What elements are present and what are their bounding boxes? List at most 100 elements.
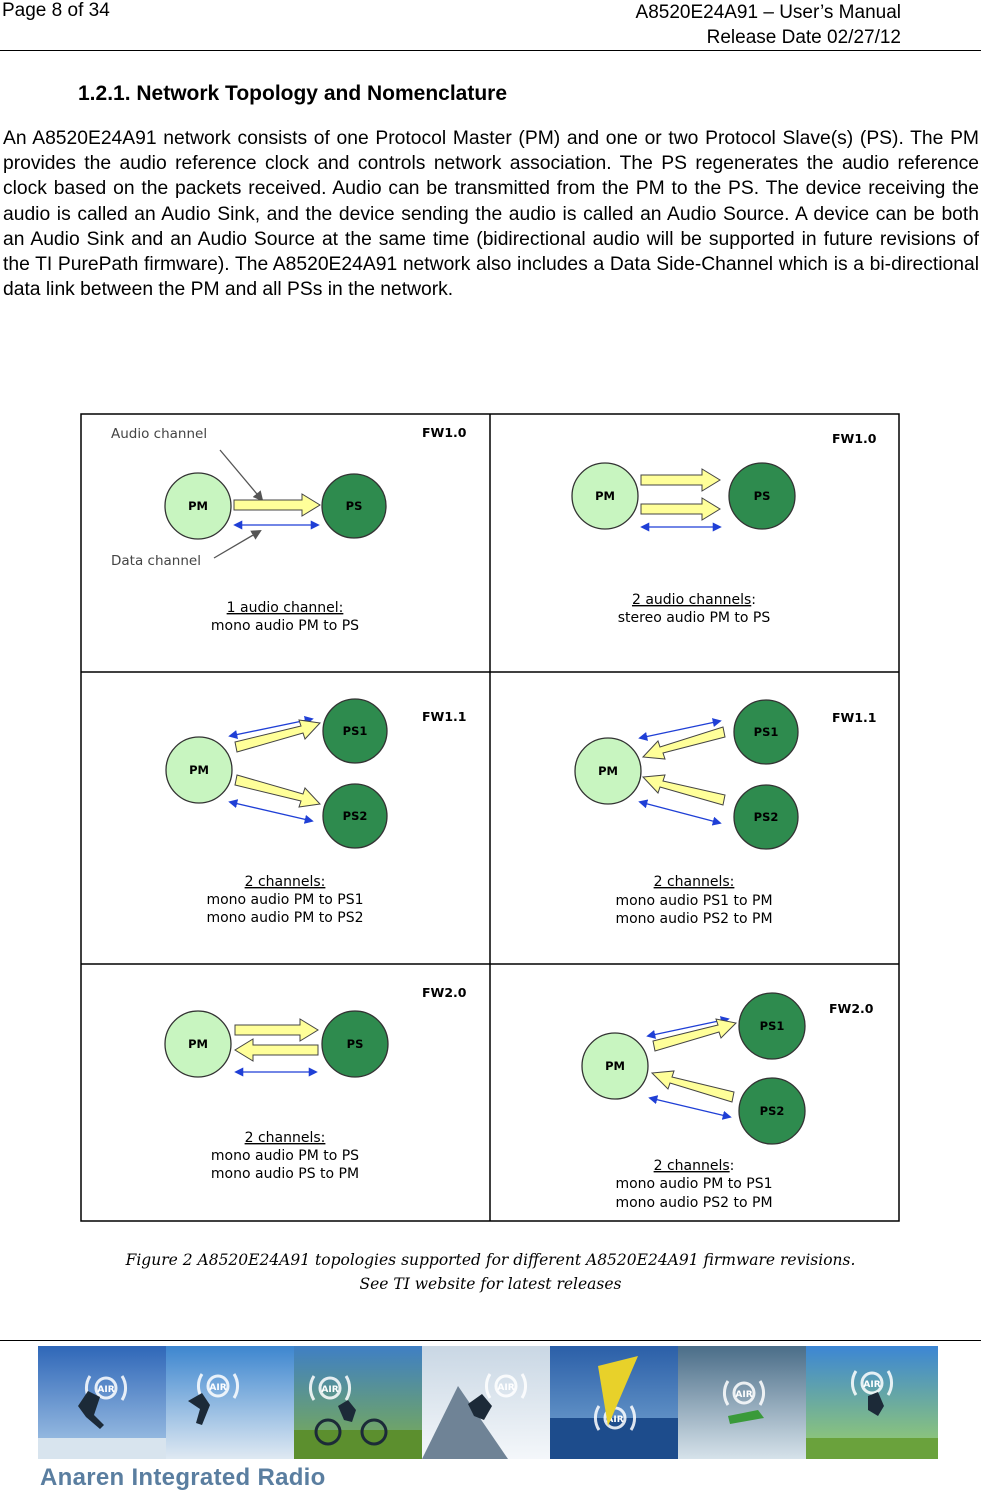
data-arrow: [646, 1016, 730, 1039]
audio-arrow: [234, 1018, 319, 1042]
page-number: Page 8 of 34: [2, 0, 110, 21]
caption-line: mono audio PS2 to PM: [615, 911, 772, 927]
audio-arrow: [641, 726, 726, 760]
svg-text:AIR: AIR: [606, 1415, 623, 1425]
fw-label: FW1.0: [422, 425, 467, 440]
ps-label: PS: [347, 1037, 364, 1051]
audio-arrow: [234, 1038, 319, 1062]
cell-fw20-bidirectional: FW2.0 PM PS 2 channels: mono audio PM to…: [164, 985, 467, 1182]
footer-banner: AIR AIR AIR AIR AIR AIR AIR: [38, 1346, 938, 1459]
audio-arrow: [233, 493, 321, 517]
caption-line: mono audio PM to PS2: [206, 910, 363, 926]
ps2-node: [733, 784, 799, 850]
ps-label: PS: [346, 499, 363, 513]
pm-node: [164, 1010, 232, 1078]
fw-label: FW1.1: [422, 709, 466, 724]
ps-node: [728, 462, 796, 530]
caption-line: mono audio PM to PS: [211, 1148, 359, 1164]
audio-channel-label: Audio channel: [111, 426, 207, 442]
caption-line: mono audio PS to PM: [211, 1166, 359, 1182]
topology-figure: FW1.0 Audio channel Data channel PM PS 1…: [80, 413, 900, 1222]
air-logo: [85, 1370, 893, 1431]
pointer-line: [219, 449, 264, 502]
caption-head: 2 audio channels:: [632, 592, 756, 608]
cell-fw10-single: FW1.0 Audio channel Data channel PM PS 1…: [111, 425, 467, 634]
figure-caption-line-2: See TI website for latest releases: [359, 1275, 622, 1293]
caption-head: 2 channels:: [245, 1130, 326, 1146]
fw-label: FW1.1: [832, 710, 876, 725]
athlete-silhouettes: [78, 1356, 884, 1446]
svg-text:AIR: AIR: [321, 1385, 338, 1395]
ps1-label: PS1: [754, 725, 779, 739]
ps1-node: [738, 992, 806, 1060]
figure-caption: Figure 2 A8520E24A91 topologies supporte…: [0, 1248, 981, 1296]
release-date: Release Date 02/27/12: [706, 27, 901, 48]
section-body: An A8520E24A91 network consists of one P…: [3, 128, 979, 301]
ps1-node: [733, 699, 799, 765]
ps2-node: [738, 1077, 806, 1145]
data-channel-label: Data channel: [111, 553, 201, 569]
figure-caption-line-1: Figure 2 A8520E24A91 topologies supporte…: [125, 1251, 856, 1269]
fw-label: FW2.0: [422, 985, 467, 1000]
caption-head: 2 channels:: [245, 874, 326, 890]
audio-arrow: [234, 719, 322, 753]
ps1-node: [322, 698, 388, 764]
data-arrow: [228, 716, 314, 739]
data-arrow: [638, 718, 722, 741]
ps2-node: [322, 783, 388, 849]
svg-text:AIR: AIR: [97, 1385, 114, 1395]
data-arrow: [648, 1095, 732, 1120]
caption-head: 2 channels:: [654, 874, 735, 890]
document-header: A8520E24A91 – User’s Manual Release Date…: [636, 0, 901, 50]
pm-node: [571, 462, 639, 530]
ps-node: [321, 1010, 389, 1078]
ps-node: [321, 473, 387, 539]
caption-line: mono audio PM to PS: [211, 618, 359, 634]
pm-label: PM: [189, 763, 209, 777]
cell-fw10-stereo: FW1.0 PM PS 2 audio channels: stereo aud…: [571, 431, 877, 626]
cell-fw20-mixed: FW2.0 PM PS1 PS2 2 channels: mono audio …: [581, 992, 874, 1211]
audio-arrow: [641, 774, 726, 806]
data-arrow: [638, 799, 722, 826]
document-title: A8520E24A91 – User’s Manual: [635, 2, 901, 23]
pointer-line: [213, 529, 262, 559]
caption-line: stereo audio PM to PS: [618, 610, 771, 626]
audio-arrow: [652, 1018, 738, 1052]
footer-divider: [0, 1340, 981, 1341]
pm-node: [164, 472, 232, 540]
ps-label: PS: [754, 489, 771, 503]
pm-node: [581, 1032, 649, 1100]
pm-label: PM: [188, 1037, 208, 1051]
caption-line: mono audio PS1 to PM: [615, 893, 772, 909]
caption-line: mono audio PM to PS1: [206, 892, 363, 908]
cell-fw11-ps-to-pm: FW1.1 PM PS1 PS2 2 channels: mono audio …: [574, 699, 876, 927]
caption-head: 1 audio channel:: [227, 600, 344, 616]
ps1-label: PS1: [343, 724, 368, 738]
banner-panel: [38, 1346, 938, 1459]
caption-head: 2 channels:: [654, 1158, 735, 1174]
cell-fw11-pm-to-ps: FW1.1 PM PS1 PS2 2 channels: mono audio …: [165, 698, 466, 926]
caption-line: mono audio PM to PS1: [615, 1176, 772, 1192]
audio-arrow: [650, 1070, 735, 1103]
audio-arrow: [640, 468, 721, 492]
data-arrow: [228, 799, 314, 824]
pm-label: PM: [188, 499, 208, 513]
pm-label: PM: [595, 489, 615, 503]
pm-label: PM: [605, 1059, 625, 1073]
svg-text:AIR: AIR: [209, 1383, 226, 1393]
ps2-label: PS2: [760, 1104, 785, 1118]
air-logo-text: AIR AIR AIR AIR AIR AIR AIR: [97, 1380, 880, 1425]
fw-label: FW1.0: [832, 431, 877, 446]
ps2-label: PS2: [343, 809, 368, 823]
svg-text:AIR: AIR: [735, 1390, 752, 1400]
ps2-label: PS2: [754, 810, 779, 824]
header-divider: [0, 50, 981, 51]
fw-label: FW2.0: [829, 1001, 874, 1016]
svg-text:AIR: AIR: [863, 1380, 880, 1390]
audio-arrow: [640, 497, 721, 521]
pm-node: [574, 737, 642, 805]
caption-line: mono audio PS2 to PM: [615, 1195, 772, 1211]
section-title: 1.2.1. Network Topology and Nomenclature: [78, 82, 508, 105]
svg-text:AIR: AIR: [497, 1383, 514, 1393]
brand-name: Anaren Integrated Radio: [40, 1464, 326, 1491]
